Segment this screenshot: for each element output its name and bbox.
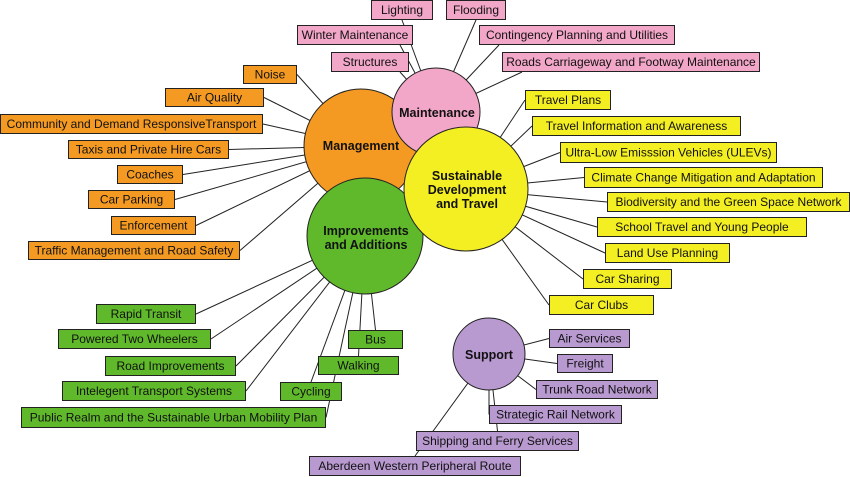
management-item-box xyxy=(88,190,175,209)
management-item-box xyxy=(243,65,297,84)
improvements-item-label: Cycling xyxy=(291,385,330,399)
sustainable-item-box xyxy=(560,142,777,163)
sustainable-item-label: Land Use Planning xyxy=(617,246,718,260)
maintenance-item-label: Structures xyxy=(343,55,398,69)
management-item-label: Coaches xyxy=(126,168,173,182)
improvements-item-box xyxy=(318,356,399,375)
improvements-item-label: Walking xyxy=(337,359,379,373)
support-item-label: Trunk Road Network xyxy=(542,383,653,397)
sustainable-item-box xyxy=(597,217,807,237)
support-item-label: Strategic Rail Network xyxy=(496,408,616,422)
management-item-box xyxy=(165,88,264,107)
support-item-label: Freight xyxy=(566,357,604,371)
improvements-item-box xyxy=(62,381,246,401)
improvements-item-box xyxy=(58,329,211,349)
sustainable-item-label: Biodiversity and the Green Space Network xyxy=(615,195,842,209)
management-item-label: Taxis and Private Hire Cars xyxy=(76,143,221,157)
support-item-label: Air Services xyxy=(557,332,621,346)
maintenance-item-label: Flooding xyxy=(453,3,499,17)
hub-circles: Management Maintenance Sustainable Devel… xyxy=(303,67,529,391)
management-item-label: Car Parking xyxy=(100,193,163,207)
improvements-item-box xyxy=(21,407,326,428)
improvements-item-label: Rapid Transit xyxy=(111,307,182,321)
management-item-label: Enforcement xyxy=(119,219,188,233)
sustainable-item-label: Car Clubs xyxy=(575,298,628,312)
management-item-box xyxy=(111,216,196,235)
support-item-box xyxy=(416,431,579,451)
maintenance-item-box xyxy=(297,25,413,45)
management-item-box xyxy=(0,114,263,134)
sustainable-item-label: Travel Plans xyxy=(535,93,601,107)
sustainable-item-label: Climate Change Mitigation and Adaptation xyxy=(591,171,815,185)
support-item-label: Shipping and Ferry Services xyxy=(422,434,573,448)
management-item-box xyxy=(117,165,183,184)
maintenance-item-label: Lighting xyxy=(381,3,423,17)
sustainable-item-label: Ultra-Low Emisssion Vehicles (ULEVs) xyxy=(565,146,771,160)
sustainable-item-box xyxy=(584,167,823,188)
support-hub xyxy=(452,317,526,391)
improvements-hub-label-line-2: and Additions xyxy=(325,238,408,252)
maintenance-item-label: Contingency Planning and Utilities xyxy=(486,28,668,42)
improvements-item-label: Road Improvements xyxy=(116,359,224,373)
improvements-item-label: Bus xyxy=(365,333,386,347)
support-item-label: Aberdeen Western Peripheral Route xyxy=(318,459,512,473)
sustainable-hub-label-line-1: Sustainable xyxy=(432,169,502,183)
management-item-label: Community and Demand ResponsiveTransport xyxy=(7,117,257,131)
improvements-hub xyxy=(306,177,424,295)
improvements-item-label: Public Realm and the Sustainable Urban M… xyxy=(30,411,318,425)
improvements-item-box xyxy=(96,304,196,324)
improvements-item-box xyxy=(105,356,236,376)
maintenance-item-box xyxy=(446,0,506,20)
support-item-box xyxy=(536,380,658,399)
sustainable-hub-label-line-2: Development xyxy=(428,183,507,197)
improvements-item-box xyxy=(280,382,342,401)
sustainable-item-label: Car Sharing xyxy=(595,272,659,286)
sustainable-item-label: School Travel and Young People xyxy=(615,220,789,234)
improvements-item-label: Intelegent Transport Systems xyxy=(76,384,232,398)
maintenance-hub-label: Maintenance xyxy=(399,106,475,120)
improvements-item-label: Powered Two Wheelers xyxy=(71,332,198,346)
management-item-box xyxy=(68,140,229,159)
sustainable-item-box xyxy=(605,243,730,263)
sustainable-item-box xyxy=(549,295,654,315)
maintenance-item-box xyxy=(479,25,675,45)
support-item-box xyxy=(557,354,613,373)
maintenance-item-box xyxy=(502,52,760,72)
sustainable-hub xyxy=(403,126,529,252)
management-item-label: Traffic Management and Road Safety xyxy=(35,244,234,258)
improvements-hub-label-line-1: Improvements xyxy=(323,224,408,238)
sustainable-item-box xyxy=(525,90,611,110)
management-hub-label: Management xyxy=(323,139,400,153)
sustainable-item-box xyxy=(583,269,672,289)
support-item-box xyxy=(549,329,630,348)
sustainable-item-label: Travel Information and Awareness xyxy=(546,119,727,133)
sustainable-item-box xyxy=(532,116,741,136)
management-item-box xyxy=(28,241,240,260)
improvements-item-box xyxy=(348,330,403,349)
support-item-box xyxy=(309,456,521,476)
maintenance-item-box xyxy=(371,0,433,20)
management-item-label: Noise xyxy=(255,68,286,82)
maintenance-item-label: Winter Maintenance xyxy=(302,28,409,42)
support-hub-label: Support xyxy=(465,348,514,362)
maintenance-item-label: Roads Carriageway and Footway Maintenanc… xyxy=(506,55,756,69)
sustainable-hub-label-line-3: and Travel xyxy=(436,197,498,211)
management-item-label: Air Quality xyxy=(187,91,242,105)
support-item-box xyxy=(489,405,622,424)
maintenance-item-box xyxy=(331,52,409,72)
